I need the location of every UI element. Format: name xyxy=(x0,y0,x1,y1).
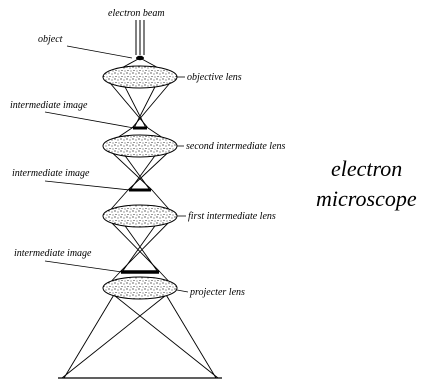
electron-beam xyxy=(135,20,145,55)
objective-lens xyxy=(102,65,178,89)
leader-lines xyxy=(44,45,189,293)
second-intermediate-lens xyxy=(102,134,178,158)
label-intermediate-image-1: intermediate image xyxy=(10,100,88,111)
projecter-lens xyxy=(102,276,178,300)
label-object: object xyxy=(38,34,63,45)
label-electron-beam: electron beam xyxy=(108,8,165,19)
label-second-intermediate-lens: second intermediate lens xyxy=(186,141,286,152)
title-line-1: electron xyxy=(331,156,402,181)
label-intermediate-image-3: intermediate image xyxy=(14,248,92,259)
label-intermediate-image-2: intermediate image xyxy=(12,168,90,179)
title-line-2: microscope xyxy=(316,186,417,211)
first-intermediate-lens xyxy=(102,204,178,228)
label-projecter-lens: projecter lens xyxy=(189,287,245,298)
label-first-intermediate-lens: first intermediate lens xyxy=(188,211,276,222)
label-objective-lens: objective lens xyxy=(187,72,242,83)
